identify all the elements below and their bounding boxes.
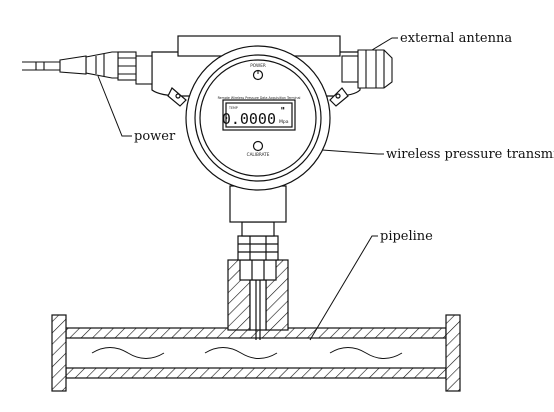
power-cable-gland xyxy=(22,51,153,85)
lcd-screen xyxy=(225,102,293,128)
leader-external-antenna xyxy=(371,37,398,51)
fitting-hex xyxy=(237,235,279,261)
leader-transmitter xyxy=(321,149,384,155)
transmitter-neck xyxy=(229,185,287,223)
left-gland-base xyxy=(135,55,153,85)
leader-lines xyxy=(97,37,398,341)
flow-wave-3 xyxy=(329,347,403,359)
display-left-tag: TEMP xyxy=(228,106,238,110)
label-wireless-pressure-transmitter: wireless pressure transmitter xyxy=(386,147,554,162)
power-plug-body xyxy=(59,55,87,75)
pipe-bottom-wall xyxy=(65,367,447,379)
left-flange xyxy=(51,314,67,392)
leader-pipeline xyxy=(309,235,378,341)
display-unit: Mpa xyxy=(279,119,289,125)
fitting-thread xyxy=(241,221,275,237)
flow-wave-2 xyxy=(204,347,278,359)
power-connector xyxy=(85,51,119,79)
calibrate-button-label: CALIBRATE xyxy=(247,152,270,157)
label-pipeline: pipeline xyxy=(380,229,433,244)
display-header: Remote Wireless Pressure Data Acquisitio… xyxy=(218,96,301,100)
label-external-antenna: external antenna xyxy=(400,31,512,46)
right-gland-base xyxy=(341,55,359,83)
power-button-label: POWER xyxy=(250,63,266,68)
flow-wave-1 xyxy=(91,347,165,359)
leader-power xyxy=(97,75,132,137)
antenna-gland xyxy=(341,49,393,89)
signal-icon: ▮▮ xyxy=(281,106,285,110)
display-reading: 0.0000 xyxy=(222,110,276,128)
power-cable xyxy=(22,61,60,71)
calibrate-button xyxy=(252,140,264,152)
label-power: power xyxy=(134,129,176,144)
transmitter-housing xyxy=(151,35,361,191)
right-flange xyxy=(445,314,461,392)
antenna-nut xyxy=(357,49,393,89)
tee-bore xyxy=(249,279,267,331)
process-connection xyxy=(229,185,287,281)
fitting-nut xyxy=(239,259,277,281)
